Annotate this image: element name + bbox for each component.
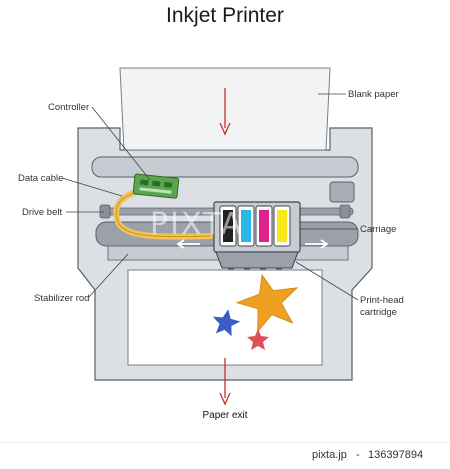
label-drive-belt: Drive belt	[22, 207, 62, 218]
label-paper-exit: Paper exit	[202, 410, 247, 421]
footer-brand: pixta.jp	[312, 449, 347, 461]
page-title: Inkjet Printer	[166, 4, 284, 27]
label-data-cable: Data cable	[18, 173, 63, 184]
label-stabilizer-rod: Stabilizer rod	[34, 293, 89, 304]
label-controller: Controller	[48, 102, 89, 113]
watermark: PIXTA	[150, 207, 243, 242]
footer-separator: -	[356, 449, 360, 461]
controller-board	[132, 173, 180, 199]
label-blank-paper: Blank paper	[348, 89, 399, 100]
stock-footer: pixta.jp - 136397894	[0, 442, 450, 469]
label-print-head-line2: cartridge	[360, 307, 397, 318]
footer-image-number: 136397894	[368, 449, 424, 461]
orange-star-icon	[235, 273, 299, 333]
blue-star-icon	[212, 309, 241, 337]
label-carriage: Carriage	[360, 224, 396, 235]
red-star-icon	[247, 329, 269, 350]
carriage	[213, 201, 301, 253]
inkjet-printer-diagram: PIXTA Blank paper Controller Data cable …	[18, 67, 404, 421]
label-print-head-line1: Print-head	[360, 295, 404, 306]
top-roller	[91, 156, 359, 178]
